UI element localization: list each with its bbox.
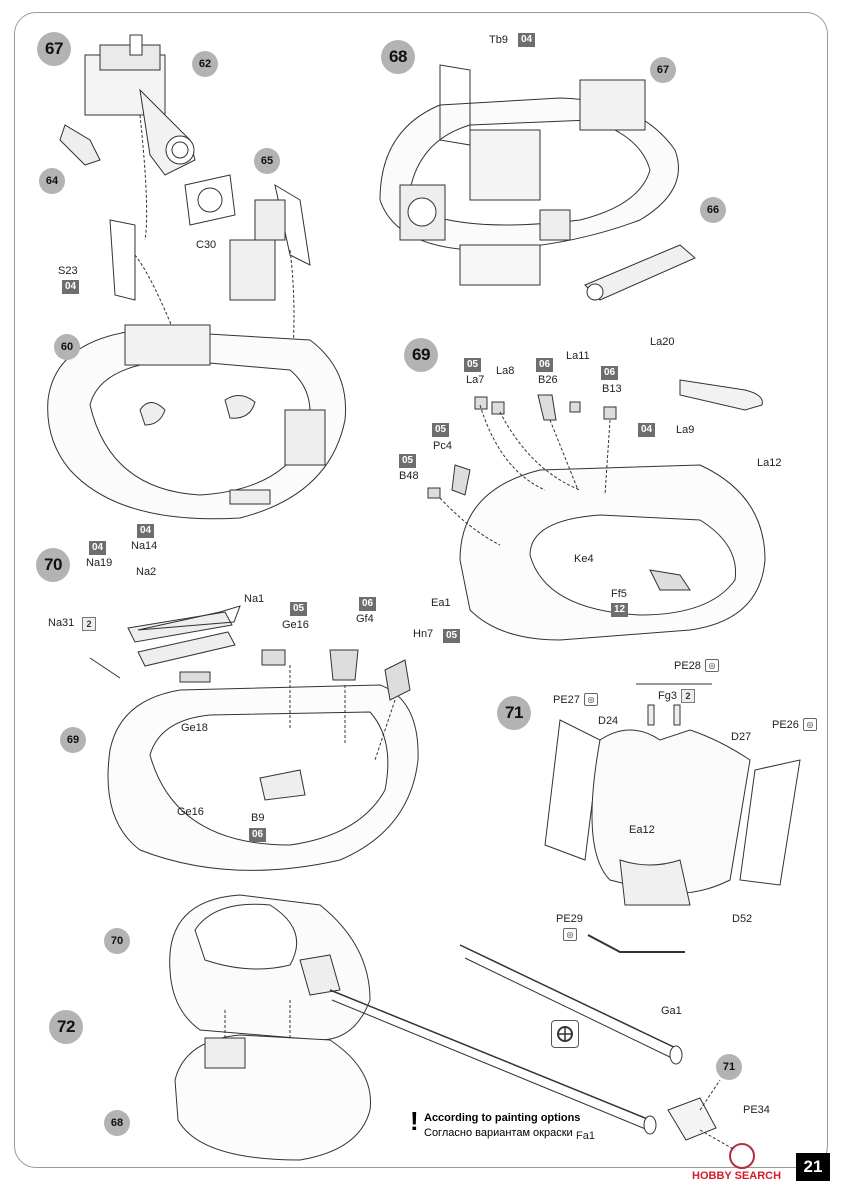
part-label-C30: C30 <box>196 239 217 251</box>
paint-code-Pc4: 05 <box>432 423 450 437</box>
part-label-B26: B26 <box>538 374 558 386</box>
part-label-B13: B13 <box>602 383 622 395</box>
part-label-D27: D27 <box>731 731 752 743</box>
step-69-art <box>427 379 766 641</box>
paint-code-Ge16: 05 <box>290 602 308 616</box>
part-label-Ge18: Ge18 <box>181 722 208 734</box>
part-label-Tb9: Tb9 <box>489 34 508 46</box>
step-71-number: 71 <box>497 696 531 730</box>
page-number: 21 <box>796 1153 830 1181</box>
part-label-La7: La7 <box>466 374 485 386</box>
subassembly-70: 70 <box>104 928 130 954</box>
step-72-number: 72 <box>49 1010 83 1044</box>
watermark: HOBBY SEARCH <box>692 1170 782 1182</box>
step-67-art <box>47 34 347 520</box>
part-label-La12: La12 <box>757 457 782 469</box>
paint-code-B48: 05 <box>399 454 417 468</box>
paint-code-Na19: 04 <box>89 541 107 555</box>
part-label-Na19: Na19 <box>86 557 113 569</box>
part-label-Pc4: Pc4 <box>433 440 452 452</box>
step-72-art <box>169 894 755 1169</box>
subassembly-68: 68 <box>104 1110 130 1136</box>
photo-etch-icon: ◎ <box>563 928 577 941</box>
part-label-Hn7: Hn7 <box>413 628 434 640</box>
subassembly-71: 71 <box>716 1054 742 1080</box>
photo-etch-icon: ◎ <box>803 718 817 731</box>
part-label-La9: La9 <box>676 424 695 436</box>
part-label-Ea12: Ea12 <box>629 824 655 836</box>
part-label-D24: D24 <box>598 715 619 727</box>
part-label-Na14: Na14 <box>131 540 158 552</box>
warning-icon: ! <box>410 1106 419 1136</box>
part-label-Gf4: Gf4 <box>356 613 374 625</box>
paint-option-icon <box>551 1020 579 1048</box>
paint-code-Ff5: 12 <box>611 603 629 617</box>
part-label-Ff5: Ff5 <box>611 588 627 600</box>
step-71-art <box>544 683 801 953</box>
count-Na31: 2 <box>82 617 96 631</box>
paint-code-Tb9: 04 <box>518 33 536 47</box>
step-70-art <box>89 605 419 871</box>
part-label-Fg3: Fg3 <box>658 690 677 702</box>
part-label-Ge16-top: Ge16 <box>282 619 309 631</box>
part-label-PE26: PE26 <box>772 719 799 731</box>
subassembly-66: 66 <box>700 197 726 223</box>
subassembly-69: 69 <box>60 727 86 753</box>
part-label-La20: La20 <box>650 336 675 348</box>
part-label-D52: D52 <box>732 913 753 925</box>
subassembly-62: 62 <box>192 51 218 77</box>
part-label-PE27: PE27 <box>553 694 580 706</box>
step-69-number: 69 <box>404 338 438 372</box>
step-70-number: 70 <box>36 548 70 582</box>
part-label-Na1: Na1 <box>244 593 265 605</box>
paint-code-B13: 06 <box>601 366 619 380</box>
part-label-B9: B9 <box>251 812 265 824</box>
part-label-La8: La8 <box>496 365 515 377</box>
subassembly-64: 64 <box>39 168 65 194</box>
paint-code-Na14: 04 <box>137 524 155 538</box>
part-label-Ge16-bottom: Ge16 <box>177 806 204 818</box>
part-label-La11: La11 <box>566 350 590 362</box>
part-label-PE28: PE28 <box>674 660 701 672</box>
part-label-Ke4: Ke4 <box>574 553 594 565</box>
step-68-art <box>379 64 696 301</box>
subassembly-67: 67 <box>650 57 676 83</box>
part-label-PE29: PE29 <box>556 913 583 925</box>
part-label-S23: S23 <box>58 265 78 277</box>
step-68-number: 68 <box>381 40 415 74</box>
photo-etch-icon: ◎ <box>705 659 719 672</box>
paint-code-La7: 05 <box>464 358 482 372</box>
paint-code-Hn7: 05 <box>443 629 461 643</box>
paint-code-Gf4: 06 <box>359 597 377 611</box>
step-67-number: 67 <box>37 32 71 66</box>
paint-code-B9: 06 <box>249 828 267 842</box>
subassembly-65: 65 <box>254 148 280 174</box>
paint-code-B26: 06 <box>536 358 554 372</box>
count-Fg3: 2 <box>681 689 695 703</box>
part-label-Na2: Na2 <box>136 566 157 578</box>
paint-code-S23: 04 <box>62 280 80 294</box>
part-label-Fa1: Fa1 <box>576 1130 595 1142</box>
photo-etch-icon: ◎ <box>584 693 598 706</box>
painting-note-ru: Согласно вариантам окраски <box>424 1127 573 1139</box>
painting-note-en: According to painting options <box>424 1112 581 1124</box>
paint-code-Ea1-top: 04 <box>638 423 656 437</box>
part-label-Ea1: Ea1 <box>431 597 451 609</box>
part-label-Ga1: Ga1 <box>661 1005 682 1017</box>
part-label-PE34: PE34 <box>743 1104 770 1116</box>
part-label-Na31: Na31 <box>48 617 75 629</box>
subassembly-60: 60 <box>54 334 80 360</box>
part-label-B48: B48 <box>399 470 419 482</box>
